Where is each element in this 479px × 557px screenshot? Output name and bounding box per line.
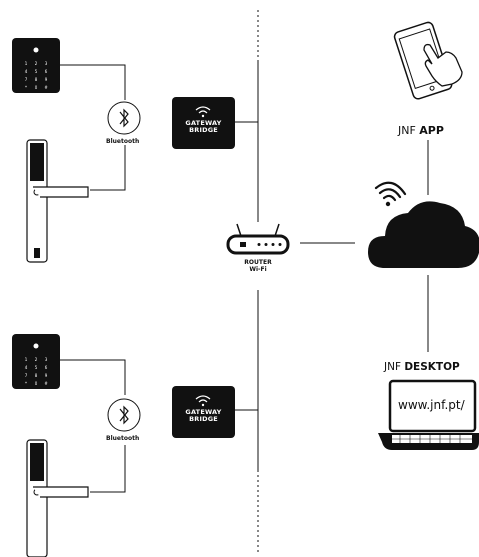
wifi-icon [374, 181, 407, 207]
keypad-key: 6 [45, 365, 48, 370]
gateway-bridge-icon [172, 386, 235, 438]
keypad-key: 1 [25, 357, 28, 362]
keypad-key: 5 [35, 69, 38, 74]
bluetooth-label-top: Bluetooth [106, 138, 140, 145]
gateway-label-top: GATEWAY BRIDGE [172, 120, 235, 134]
app-label-prefix: JNF [398, 124, 420, 137]
smartphone-touch-icon [393, 21, 463, 100]
keypad-key: 5 [35, 365, 38, 370]
keypad-bluetooth-link-bottom [60, 359, 126, 395]
keypad-key: # [44, 381, 48, 386]
app-label: JNF APP [398, 124, 444, 137]
gateway-line2: BRIDGE [189, 415, 218, 423]
desktop-label-prefix: JNF [384, 361, 405, 373]
keypad-key: * [25, 85, 27, 90]
keypad-key: 7 [25, 77, 28, 82]
keypad-key: 7 [25, 373, 28, 378]
desktop-label: JNF DESKTOP [384, 361, 460, 373]
keypad-key: 2 [35, 61, 38, 66]
keypad-key: 9 [45, 373, 48, 378]
keypad-key: 8 [35, 373, 38, 378]
gateway-label-bottom: GATEWAY BRIDGE [172, 409, 235, 423]
keypad-key: * [25, 381, 27, 386]
keypad-key: 2 [35, 357, 38, 362]
keypad-key: 4 [25, 69, 28, 74]
lock-bluetooth-link-top [90, 145, 126, 191]
app-label-name: APP [419, 124, 444, 137]
keypad-key: 3 [45, 357, 48, 362]
cloud-icon [368, 201, 479, 268]
desktop-url: www.jnf.pt/ [398, 398, 465, 412]
door-handle-lock-icon [26, 139, 89, 263]
keypad-key: # [44, 85, 48, 90]
gateway-bridge-icon [172, 97, 235, 149]
keypad-key: 4 [25, 365, 28, 370]
keypad-icon [12, 38, 60, 93]
keypad-key: 9 [45, 77, 48, 82]
gateway-line2: BRIDGE [189, 126, 218, 134]
door-handle-lock-icon [26, 439, 89, 557]
router-icon [226, 223, 290, 255]
gateway-line1: GATEWAY [185, 119, 222, 127]
keypad-key: 0 [35, 85, 38, 90]
gateway-line1: GATEWAY [185, 408, 222, 416]
keypad-key: 6 [45, 69, 48, 74]
laptop-icon [378, 379, 479, 450]
desktop-label-name: DESKTOP [404, 361, 460, 373]
lock-bluetooth-link-bottom [90, 445, 126, 493]
keypad-icon [12, 334, 60, 389]
keypad-key: 0 [35, 381, 38, 386]
router-line1: ROUTER [244, 259, 272, 266]
bluetooth-label-bottom: Bluetooth [106, 435, 140, 442]
keypad-key: 3 [45, 61, 48, 66]
router-line2: Wi-Fi [249, 266, 267, 273]
bluetooth-icon [107, 398, 141, 432]
router-label: ROUTER Wi-Fi [238, 259, 278, 273]
keypad-key: 1 [25, 61, 28, 66]
keypad-bluetooth-link-top [60, 64, 126, 100]
bluetooth-icon [107, 101, 141, 135]
keypad-key: 8 [35, 77, 38, 82]
